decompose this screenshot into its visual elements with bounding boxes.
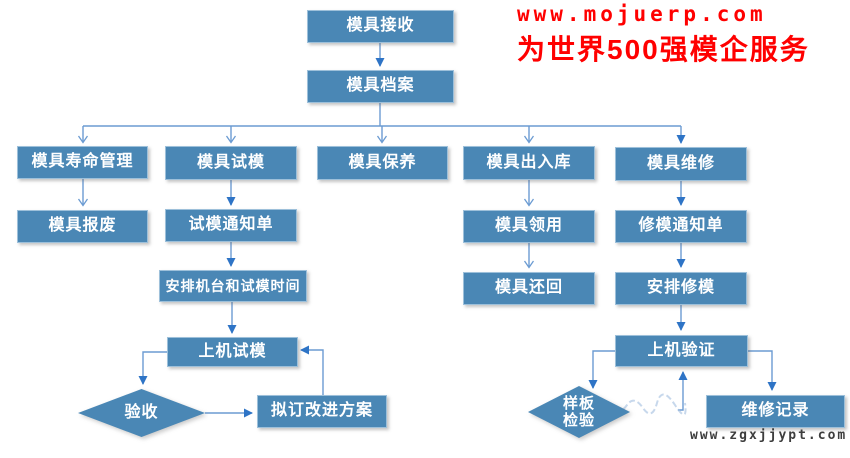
flow-node-improvement-plan: 拟订改进方案 [257,395,387,428]
flow-node-label: 模具寿命管理 [31,153,134,171]
flow-node-mold-in-out: 模具出入库 [463,146,595,180]
brand-block: www.mojuerp.com 为世界500强模企服务 [517,2,810,68]
flow-node-machine-verify: 上机验证 [615,335,748,367]
flow-node-label: 修模通知单 [638,217,724,235]
flow-node-trial-notice: 试模通知单 [165,209,297,242]
flow-node-mold-trial: 模具试模 [165,146,297,180]
flow-node-label: 维修记录 [741,402,810,420]
flow-node-label: 模具报废 [48,217,117,235]
flow-connector [138,351,167,385]
flow-node-label: 模具出入库 [486,153,572,171]
faint-watermark-scribble [599,393,687,416]
flow-connector [748,350,777,391]
flow-node-label: 模具保养 [348,153,417,171]
flow-node-label: 模具维修 [646,154,715,172]
flow-node-label: 模具试模 [196,153,265,171]
flow-node-label: 模具档案 [346,77,415,95]
flow-node-mold-repair: 模具维修 [615,147,747,181]
flow-node-label: 试模通知单 [188,216,274,234]
flow-node-label: 模具还回 [494,279,563,297]
flow-node-label: 安排机台和试模时间 [165,277,301,294]
flow-connector [588,350,615,389]
flow-node-label: 安排修模 [646,279,715,297]
flow-node-repair-record: 维修记录 [706,395,845,428]
flow-node-sample-inspection: 样板检验 [528,386,630,438]
flow-node-label: 验收 [124,403,159,421]
flow-node-mold-receive: 模具接收 [307,10,454,43]
flow-connector [300,345,324,395]
brand-url: www.mojuerp.com [517,2,767,26]
flow-node-mold-scrap: 模具报废 [17,210,148,243]
flow-node-repair-notice: 修模通知单 [615,210,747,243]
flow-node-mold-archive: 模具档案 [307,70,454,103]
flow-node-label: 检验 [562,412,595,429]
flow-node-mold-maintenance: 模具保养 [317,146,448,180]
flow-node-acceptance: 验收 [78,389,205,437]
flow-node-mold-requisition: 模具领用 [463,210,595,243]
flow-node-mold-return: 模具还回 [463,272,595,305]
flow-node-machine-trial: 上机试模 [167,337,298,367]
flow-node-label: 拟订改进方案 [270,402,373,420]
flow-node-arrange-trial-time: 安排机台和试模时间 [159,270,307,302]
flow-node-label: 模具接收 [346,17,415,35]
flow-node-label: 上机试模 [198,342,267,360]
flow-node-arrange-repair: 安排修模 [615,272,747,305]
flow-node-label: 样板 [562,394,595,412]
flow-node-mold-life-mgmt: 模具寿命管理 [17,146,148,179]
flow-node-label: 上机验证 [647,341,716,359]
footer-watermark-url: www.zgxjjypt.com [690,428,848,443]
flow-node-label: 模具领用 [494,217,563,235]
brand-slogan: 为世界500强模企服务 [517,34,810,65]
